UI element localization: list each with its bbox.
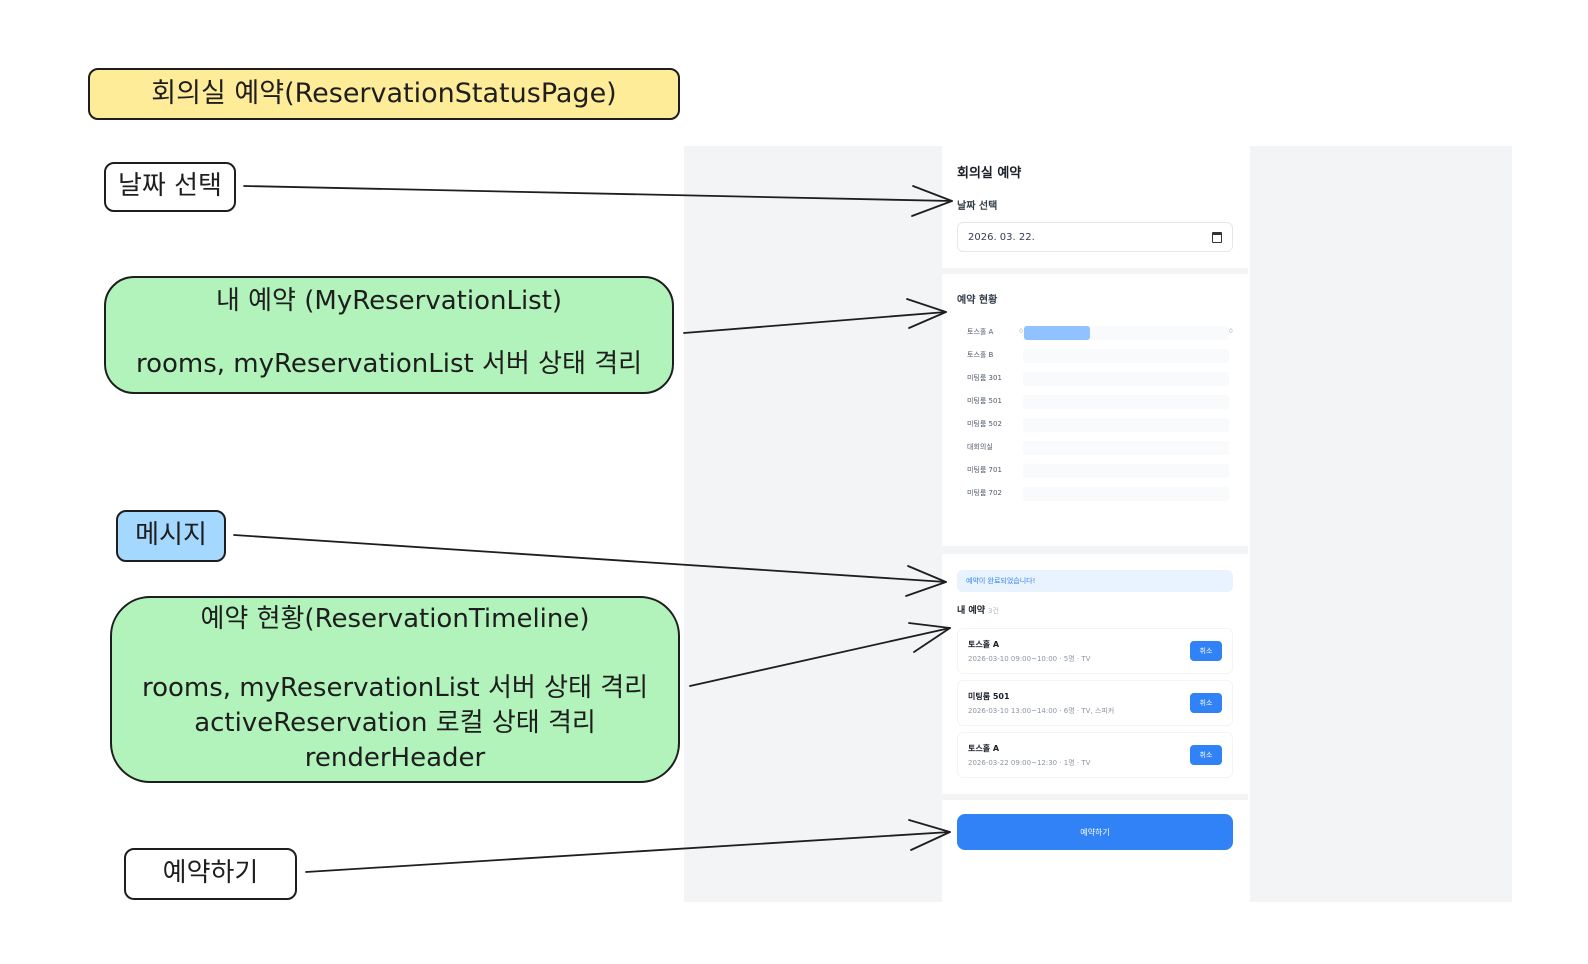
title-annotation-text: 회의실 예약(ReservationStatusPage) — [151, 77, 617, 109]
timeline-room-name: 미팅룸 702 — [967, 489, 1002, 497]
timeline-annotation-line1: rooms, myReservationList 서버 상태 격리 — [141, 673, 649, 704]
timeline-room-name: 대회의실 — [967, 443, 993, 451]
my-reservation-title: 내 예약 — [957, 606, 985, 616]
timeline-row: 대회의실 — [957, 441, 1233, 455]
timeline-annotation-line2: activeReservation 로컬 상태 격리 — [194, 708, 596, 739]
timeline-room-name: 미팅룸 301 — [967, 374, 1002, 382]
timeline-room-name: 토스홀 A — [967, 328, 994, 336]
timeline-track[interactable] — [1023, 418, 1229, 432]
reservation-card: 토스홀 A 2026-03-22 09:00~12:30 · 1명 · TV 취소 — [957, 732, 1233, 778]
reservation-info: 2026-03-10 09:00~10:00 · 5명 · TV — [968, 655, 1091, 663]
timeline-row: 미팅룸 301 — [957, 372, 1233, 386]
success-message: 예약이 완료되었습니다! — [957, 570, 1233, 592]
timeline-room-name: 미팅룸 501 — [967, 397, 1002, 405]
my-reservation-annotation-title: 내 예약 (MyReservationList) — [215, 286, 563, 316]
reserve-annotation-text: 예약하기 — [162, 858, 259, 889]
title-annotation: 회의실 예약(ReservationStatusPage) — [88, 68, 680, 120]
timeline-annotation-title: 예약 현황(ReservationTimeline) — [200, 604, 590, 634]
calendar-icon[interactable] — [1212, 231, 1222, 243]
cancel-button[interactable]: 취소 — [1190, 693, 1222, 713]
timeline-hour-label: 20 — [1225, 328, 1233, 335]
timeline-row: 토스홀 B — [957, 349, 1233, 363]
timeline-label: 예약 현황 — [957, 295, 998, 306]
timeline-room-name: 토스홀 B — [967, 351, 994, 359]
message-annotation-text: 메시지 — [135, 520, 207, 551]
mock-background-left — [684, 146, 942, 902]
reservation-info: 2026-03-10 13:00~14:00 · 6명 · TV, 스피커 — [968, 707, 1115, 715]
reservation-room: 토스홀 A — [968, 744, 1000, 753]
date-annotation-text: 날짜 선택 — [118, 171, 222, 202]
mock-phone-screen: 회의실 예약 날짜 선택 2026. 03. 22. 예약 현황 0910111… — [942, 146, 1248, 902]
timeline-row: 미팅룸 702 — [957, 487, 1233, 501]
arrow-date — [243, 185, 953, 217]
timeline-annotation-line3: renderHeader — [304, 743, 486, 774]
date-value: 2026. 03. 22. — [968, 231, 1035, 243]
timeline-annotation: 예약 현황(ReservationTimeline) rooms, myRese… — [110, 596, 680, 783]
reserve-annotation: 예약하기 — [124, 848, 297, 900]
page-title: 회의실 예약 — [957, 166, 1022, 181]
timeline-track[interactable] — [1023, 441, 1229, 455]
cancel-button[interactable]: 취소 — [1190, 745, 1222, 765]
timeline-room-name: 미팅룸 701 — [967, 466, 1002, 474]
arrow-timeline — [683, 298, 947, 334]
timeline-track[interactable] — [1023, 349, 1229, 363]
timeline-row: 미팅룸 501 — [957, 395, 1233, 409]
timeline-track[interactable] — [1023, 395, 1229, 409]
cancel-button[interactable]: 취소 — [1190, 641, 1222, 661]
date-section: 회의실 예약 날짜 선택 2026. 03. 22. — [942, 146, 1248, 268]
timeline-section: 예약 현황 091011121314151617181920 토스홀 A토스홀 … — [942, 274, 1248, 546]
my-reservation-count: 3건 — [987, 607, 999, 615]
reservation-room: 미팅룸 501 — [968, 692, 1010, 701]
reservation-card: 미팅룸 501 2026-03-10 13:00~14:00 · 6명 · TV,… — [957, 680, 1233, 726]
my-reservation-annotation-line1: rooms, myReservationList 서버 상태 격리 — [135, 348, 643, 379]
arrow-reserve — [305, 819, 951, 873]
mock-background-right — [1250, 146, 1512, 902]
timeline-row: 미팅룸 701 — [957, 464, 1233, 478]
timeline-row: 미팅룸 502 — [957, 418, 1233, 432]
reserve-section: 예약하기 — [942, 800, 1248, 902]
timeline-track[interactable] — [1023, 487, 1229, 501]
my-reservation-annotation: 내 예약 (MyReservationList) rooms, myReserv… — [104, 276, 674, 394]
timeline-booking-bar[interactable] — [1024, 326, 1090, 340]
arrow-message — [233, 534, 947, 597]
reservation-card: 토스홀 A 2026-03-10 09:00~10:00 · 5명 · TV 취소 — [957, 628, 1233, 674]
date-input[interactable]: 2026. 03. 22. — [957, 222, 1233, 252]
timeline-track[interactable] — [1023, 326, 1229, 340]
message-annotation: 메시지 — [116, 510, 226, 562]
timeline-track[interactable] — [1023, 372, 1229, 386]
timeline-track[interactable] — [1023, 464, 1229, 478]
timeline-room-name: 미팅룸 502 — [967, 420, 1002, 428]
date-annotation: 날짜 선택 — [104, 162, 236, 212]
reservation-room: 토스홀 A — [968, 640, 1000, 649]
reserve-button[interactable]: 예약하기 — [957, 814, 1233, 850]
reservation-info: 2026-03-22 09:00~12:30 · 1명 · TV — [968, 759, 1091, 767]
arrow-my-reservation — [689, 622, 951, 687]
date-label: 날짜 선택 — [957, 201, 998, 212]
timeline-row: 토스홀 A — [957, 326, 1233, 340]
